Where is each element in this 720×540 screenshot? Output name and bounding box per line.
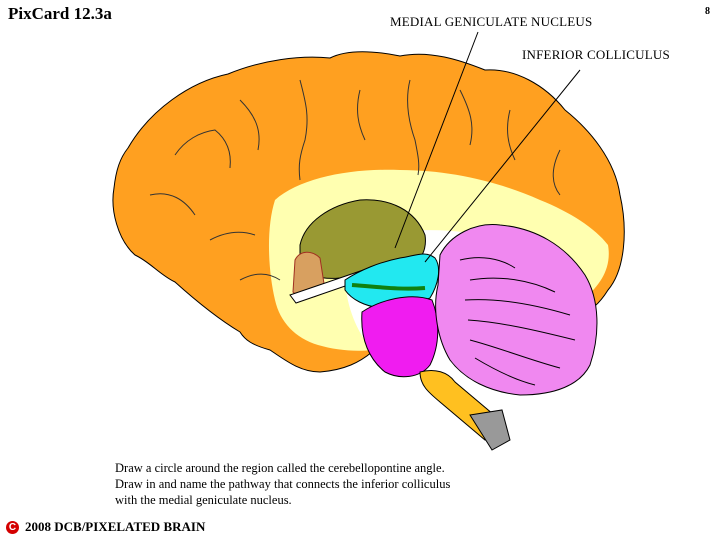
gyri-lines xyxy=(149,79,561,281)
label-inferior-colliculus: INFERIOR COLLICULUS xyxy=(522,47,670,62)
cerebellum xyxy=(435,224,598,396)
instructions: Draw a circle around the region called t… xyxy=(115,460,450,508)
pons xyxy=(361,296,439,378)
copyright-text: 2008 DCB/PIXELATED BRAIN xyxy=(25,519,206,534)
instruction-line: Draw a circle around the region called t… xyxy=(115,461,445,475)
cerebellum-folia xyxy=(459,257,576,386)
thalamus xyxy=(299,199,426,279)
copyright-icon: C xyxy=(6,520,19,534)
ic-pointer xyxy=(424,69,581,263)
auditory-pathway xyxy=(351,283,426,291)
instruction-line: Draw in and name the pathway that connec… xyxy=(115,477,451,491)
instruction-line: with the medial geniculate nucleus. xyxy=(115,493,292,507)
label-medial-geniculate: MEDIAL GENICULATE NUCLEUS xyxy=(390,14,593,29)
card-title: PixCard 12.3a xyxy=(8,4,112,23)
spinal-cord xyxy=(469,409,511,451)
page-number: 8 xyxy=(705,6,710,17)
copyright-line: C 2008 DCB/PIXELATED BRAIN xyxy=(6,519,205,535)
mgn-pointer xyxy=(394,31,479,249)
